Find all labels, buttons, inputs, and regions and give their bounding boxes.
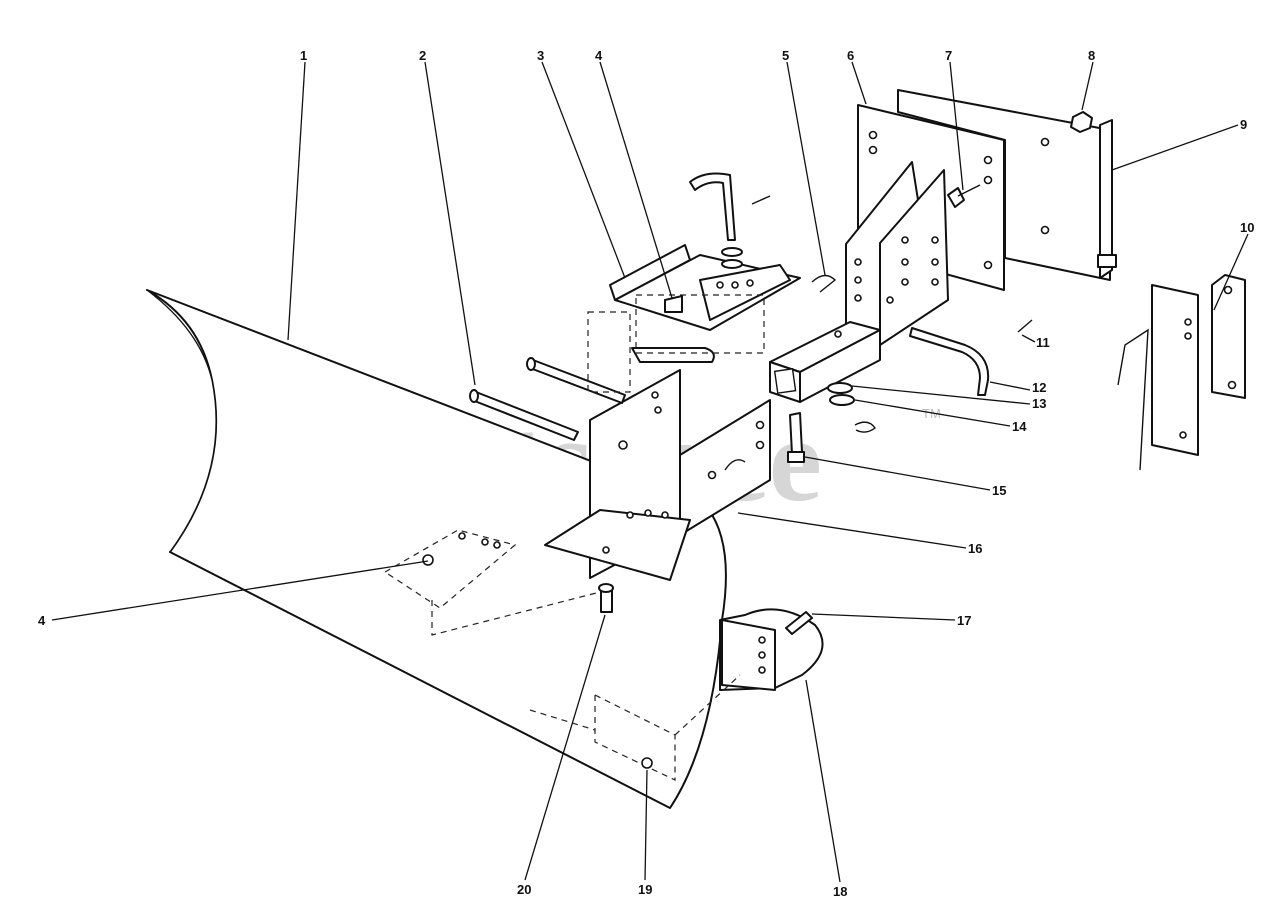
bolt-7: [947, 184, 981, 208]
callout-3: 3: [537, 48, 544, 63]
blade-plate-hidden: [383, 529, 609, 636]
square-tube-part: [769, 321, 881, 403]
blade-mount-bracket: [544, 369, 771, 581]
callout-17: 17: [957, 613, 971, 628]
callout-11: 11: [1036, 335, 1050, 350]
callout-4-lower: 4: [38, 613, 46, 628]
skid-shoe-part: [719, 608, 824, 691]
rear-channel-part: [897, 89, 1117, 281]
callout-14: 14: [1012, 419, 1027, 434]
callout-16: 16: [968, 541, 982, 556]
handle-pin-12: [909, 319, 1033, 396]
callout-19: 19: [638, 882, 652, 897]
callout-10: 10: [1240, 220, 1254, 235]
a-frame-part: [845, 161, 949, 346]
callout-12: 12: [1032, 380, 1046, 395]
callout-2: 2: [419, 48, 426, 63]
leader-lines: [51, 61, 1249, 883]
callout-15: 15: [992, 483, 1006, 498]
handle-pin-top: [664, 172, 771, 313]
lower-bracket-hidden: [529, 674, 741, 781]
long-pin-part: [469, 357, 626, 441]
callout-7: 7: [945, 48, 952, 63]
callout-1: 1: [300, 48, 307, 63]
bolt-15: [787, 412, 805, 463]
washer-stack: [827, 382, 876, 433]
bolt-20: [598, 583, 614, 613]
cotter-pin-5: [811, 274, 837, 293]
callout-13: 13: [1032, 396, 1046, 411]
callout-9: 9: [1240, 117, 1247, 132]
nut-8: [1070, 111, 1093, 133]
callout-4: 4: [595, 48, 603, 63]
callout-5: 5: [782, 48, 789, 63]
pivot-bracket-part: [587, 244, 801, 393]
callout-6: 6: [847, 48, 854, 63]
callout-labels: 1 2 3 4 5 6 7 8 9 10 11 12 13 14 15 16 1…: [38, 48, 1254, 899]
blade-part: [146, 289, 727, 809]
callout-8: 8: [1088, 48, 1095, 63]
callout-18: 18: [833, 884, 847, 899]
side-plate-part: [1117, 274, 1246, 471]
callout-20: 20: [517, 882, 531, 897]
watermark-trademark: TM: [922, 406, 941, 421]
